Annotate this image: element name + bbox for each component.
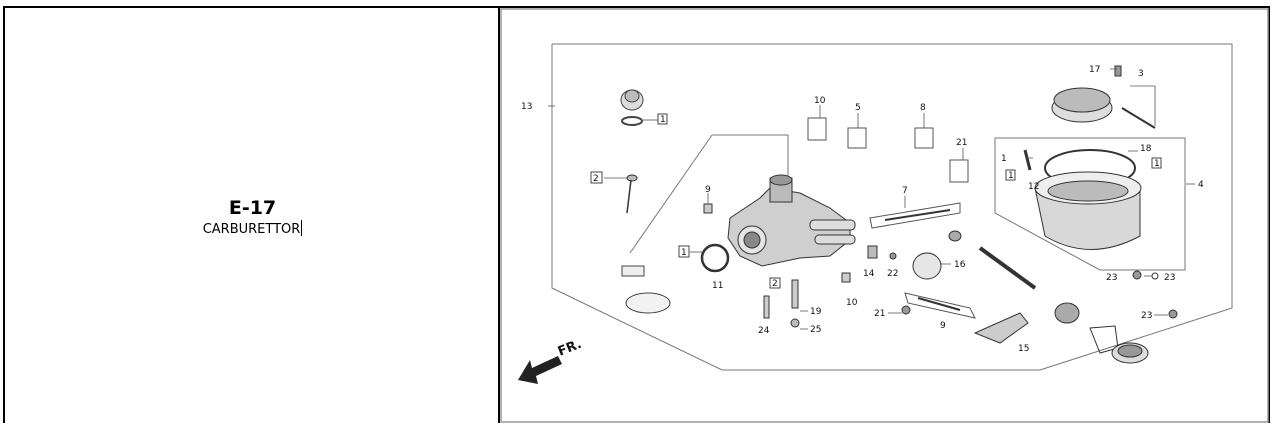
- section-name: CARBURETTOR: [202, 222, 301, 237]
- callout-9-bottom: 9: [940, 321, 946, 331]
- callout-1-boxed: 1: [660, 115, 666, 125]
- throttle-cap-part: [1051, 65, 1156, 129]
- callout-23: 23: [1164, 273, 1175, 283]
- callout-12: 12: [1028, 182, 1039, 192]
- callout-16: 16: [954, 260, 966, 270]
- callout-5: 5: [855, 103, 861, 113]
- callout-19: 19: [810, 307, 822, 317]
- page-frame: [3, 6, 1270, 423]
- callout-21: 22: [887, 269, 898, 279]
- callout-2-boxed-bottom: 2: [772, 279, 778, 289]
- callout-10-bottom: 10: [846, 298, 858, 308]
- callout-2-boxed: 2: [593, 174, 599, 184]
- callout-24: 24: [758, 326, 770, 336]
- parts-diagram-panel: 13 1 2 10 5 8 21 7 9 1 11 17 3 18 1 4 1 …: [500, 8, 1269, 423]
- callout-7: 7: [902, 186, 908, 196]
- callout-22-bottom: 23: [1141, 311, 1152, 321]
- callout-3: 3: [1138, 69, 1144, 79]
- callout-11: 11: [712, 281, 723, 291]
- callout-20-top: 21: [956, 138, 967, 148]
- section-name-row: CARBURETTOR: [150, 219, 355, 239]
- callout-17: 17: [1089, 65, 1100, 75]
- callout-15: 15: [1018, 344, 1029, 354]
- callout-1-boxed-left: 1: [681, 248, 687, 258]
- callout-1: 1: [1001, 154, 1007, 164]
- column-divider: [498, 6, 500, 423]
- section-code: E-17: [228, 197, 277, 219]
- nut-part: [620, 89, 644, 126]
- callout-1-boxed-right: 1: [1154, 159, 1160, 169]
- carburettor-body: [727, 174, 856, 267]
- callout-22-top: 23: [1106, 273, 1117, 283]
- callout-1-boxed-small: 1: [1008, 171, 1014, 181]
- callout-20-bottom: 21: [874, 309, 885, 319]
- text-cursor: [301, 220, 303, 236]
- callout-18: 18: [1140, 144, 1152, 154]
- section-title-block: E-17 CARBURETTOR: [150, 197, 355, 239]
- callout-8: 8: [920, 103, 926, 113]
- callout-13: 13: [521, 102, 532, 112]
- parts-diagram: 13 1 2 10 5 8 21 7 9 1 11 17 3 18 1 4 1 …: [500, 8, 1269, 423]
- jet-needle-part: [626, 174, 638, 214]
- callout-9-top: 9: [705, 185, 711, 195]
- callout-4: 4: [1198, 180, 1204, 190]
- callout-25: 25: [810, 325, 821, 335]
- callout-10-top: 10: [814, 96, 826, 106]
- float-bowl-part: [1034, 171, 1142, 250]
- callout-14: 14: [863, 269, 875, 279]
